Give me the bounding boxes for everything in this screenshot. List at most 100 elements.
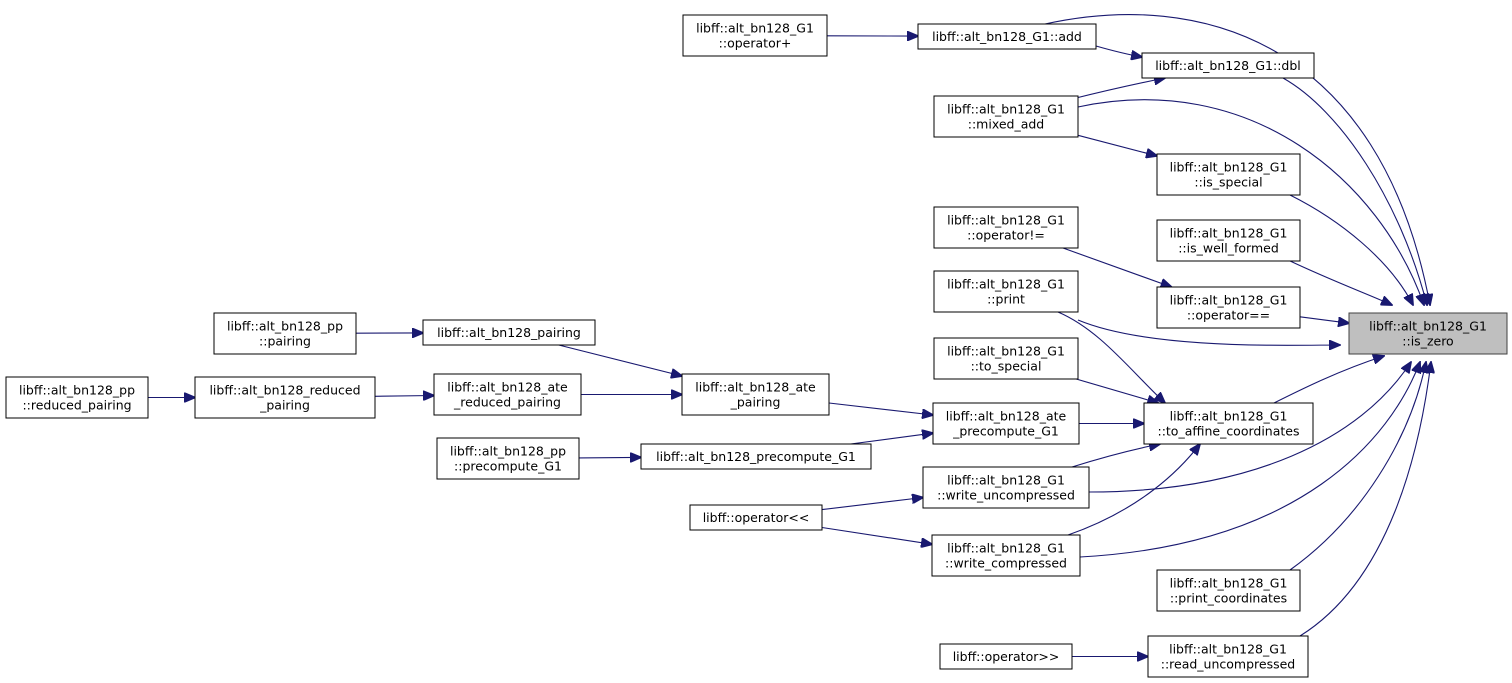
node-label-line: ::reduced_pairing: [22, 398, 131, 413]
node-label-line: libff::alt_bn128_G1: [1169, 642, 1287, 657]
node-box: [1156, 569, 1301, 612]
node-label-line: _pairing: [730, 395, 781, 410]
node-is-zero[interactable]: libff::alt_bn128_G1::is_zero: [1348, 312, 1508, 355]
edge-mixed_add-to-is_zero: [1077, 99, 1424, 305]
edge-mixed_add-to-is_special: [1077, 134, 1157, 156]
node-op-plus[interactable]: libff::alt_bn128_G1::operator+: [682, 14, 828, 57]
node-box: [436, 437, 580, 480]
node-label-line: ::mixed_add: [968, 117, 1045, 132]
node-box: [917, 23, 1097, 50]
node-reduced-pairing[interactable]: libff::alt_bn128_reduced_pairing: [194, 376, 376, 419]
edge-op_shl-to-write_compressed: [821, 526, 932, 545]
node-op-shl[interactable]: libff::operator<<: [689, 504, 823, 531]
node-box: [922, 466, 1090, 509]
node-op-shr[interactable]: libff::operator>>: [939, 643, 1073, 670]
node-op-eq[interactable]: libff::alt_bn128_G1::operator==: [1156, 286, 1301, 329]
node-box: [933, 270, 1079, 313]
node-label-line: libff::operator<<: [703, 510, 810, 525]
node-is-special[interactable]: libff::alt_bn128_G1::is_special: [1156, 153, 1301, 196]
edge-precompute_G1-to-ate_precompute_G1: [850, 433, 933, 445]
node-box: [933, 95, 1079, 138]
node-label-line: libff::alt_bn128_ate: [946, 409, 1067, 424]
node-label-line: libff::alt_bn128_G1::add: [932, 29, 1082, 44]
node-op-neq[interactable]: libff::alt_bn128_G1::operator!=: [933, 206, 1079, 249]
node-add[interactable]: libff::alt_bn128_G1::add: [917, 23, 1097, 50]
node-pp-reduced-pairing[interactable]: libff::alt_bn128_pp::reduced_pairing: [5, 376, 149, 419]
node-box: [1348, 312, 1508, 355]
node-label-line: libff::alt_bn128_G1: [1170, 160, 1288, 175]
edge-read_uncompressed-to-is_zero: [1299, 362, 1431, 637]
node-label-line: libff::alt_bn128_G1: [947, 541, 1065, 556]
node-read-uncompressed[interactable]: libff::alt_bn128_G1::read_uncompressed: [1147, 635, 1309, 678]
node-ate-reduced-pairing[interactable]: libff::alt_bn128_ate_reduced_pairing: [433, 373, 582, 416]
node-write-uncompressed[interactable]: libff::alt_bn128_G1::write_uncompressed: [922, 466, 1090, 509]
edge-layer: [148, 14, 1431, 657]
node-label-line: ::to_special: [971, 359, 1042, 374]
node-box: [932, 402, 1080, 445]
node-label-line: libff::alt_bn128_ate: [695, 380, 816, 395]
node-label-line: ::pairing: [259, 334, 311, 349]
node-label-line: ::write_uncompressed: [937, 488, 1075, 503]
edge-mixed_add-to-dbl: [1071, 78, 1165, 100]
edge-write_uncompressed-to-to_affine: [1071, 444, 1160, 468]
edge-add-to-dbl: [1095, 45, 1142, 57]
node-ate-precompute-G1[interactable]: libff::alt_bn128_ate_precompute_G1: [932, 402, 1080, 445]
node-mixed-add[interactable]: libff::alt_bn128_G1::mixed_add: [933, 95, 1079, 138]
node-label-line: libff::alt_bn128_pairing: [437, 325, 581, 340]
node-print-coordinates[interactable]: libff::alt_bn128_G1::print_coordinates: [1156, 569, 1301, 612]
node-print[interactable]: libff::alt_bn128_G1::print: [933, 270, 1079, 313]
node-ate-pairing[interactable]: libff::alt_bn128_ate_pairing: [681, 373, 830, 416]
edge-write_uncompressed-to-is_zero: [1088, 362, 1411, 493]
node-layer: libff::alt_bn128_G1::is_zerolibff::alt_b…: [5, 14, 1508, 678]
node-label-line: libff::alt_bn128_G1: [947, 213, 1065, 228]
edge-dbl-to-is_zero: [1282, 77, 1427, 305]
node-label-line: ::operator==: [1187, 308, 1270, 323]
node-box: [433, 373, 582, 416]
node-box: [682, 14, 828, 57]
node-box: [1156, 153, 1301, 196]
node-to-special[interactable]: libff::alt_bn128_G1::to_special: [933, 337, 1079, 380]
edge-ate_pairing-to-ate_precompute_G1: [828, 402, 933, 415]
node-box: [1141, 52, 1315, 79]
node-label-line: libff::alt_bn128_G1: [947, 277, 1065, 292]
edge-to_special-to-to_affine: [1076, 378, 1158, 403]
node-label-line: libff::alt_bn128_G1: [696, 21, 814, 36]
node-label-line: libff::alt_bn128_G1: [1170, 293, 1288, 308]
edge-op_eq-to-is_zero: [1299, 316, 1349, 323]
node-label-line: ::operator!=: [967, 228, 1045, 243]
node-pp-pairing[interactable]: libff::alt_bn128_pp::pairing: [213, 312, 357, 355]
node-label-line: ::operator+: [719, 36, 792, 51]
node-precompute-G1[interactable]: libff::alt_bn128_precompute_G1: [640, 443, 872, 470]
edge-pp_precompute_G1-to-precompute_G1: [578, 457, 641, 458]
node-label-line: libff::alt_bn128_G1: [947, 473, 1065, 488]
node-dbl[interactable]: libff::alt_bn128_G1::dbl: [1141, 52, 1315, 79]
node-box: [1147, 635, 1309, 678]
node-label-line: libff::operator>>: [953, 649, 1060, 664]
node-label-line: ::to_affine_coordinates: [1157, 424, 1299, 439]
node-label-line: ::write_compressed: [945, 556, 1067, 571]
node-label-line: libff::alt_bn128_pp: [19, 383, 135, 398]
node-is-well-formed[interactable]: libff::alt_bn128_G1::is_well_formed: [1156, 219, 1301, 262]
edge-print-to-to_affine: [1057, 311, 1165, 403]
node-pairing[interactable]: libff::alt_bn128_pairing: [422, 319, 596, 346]
edge-op_shl-to-write_uncompressed: [821, 498, 923, 511]
node-box: [933, 206, 1079, 249]
edge-is_well_formed-to-is_zero: [1287, 259, 1392, 305]
node-box: [939, 643, 1073, 670]
node-write-compressed[interactable]: libff::alt_bn128_G1::write_compressed: [931, 534, 1081, 577]
node-to-affine[interactable]: libff::alt_bn128_G1::to_affine_coordinat…: [1143, 402, 1314, 445]
edge-is_special-to-is_zero: [1289, 194, 1413, 305]
node-label-line: ::precompute_G1: [454, 459, 562, 474]
node-box: [1143, 402, 1314, 445]
node-label-line: libff::alt_bn128_pp: [450, 444, 566, 459]
node-pp-precompute-G1[interactable]: libff::alt_bn128_pp::precompute_G1: [436, 437, 580, 480]
node-label-line: libff::alt_bn128_G1: [1170, 576, 1288, 591]
node-box: [681, 373, 830, 416]
node-label-line: _pairing: [259, 398, 310, 413]
node-label-line: libff::alt_bn128_G1: [947, 102, 1065, 117]
node-label-line: libff::alt_bn128_G1: [1170, 409, 1288, 424]
edge-print_coordinates-to-is_zero: [1289, 362, 1426, 571]
node-label-line: libff::alt_bn128_G1: [1369, 319, 1487, 334]
node-label-line: libff::alt_bn128_G1: [1170, 226, 1288, 241]
node-label-line: _reduced_pairing: [453, 395, 561, 410]
